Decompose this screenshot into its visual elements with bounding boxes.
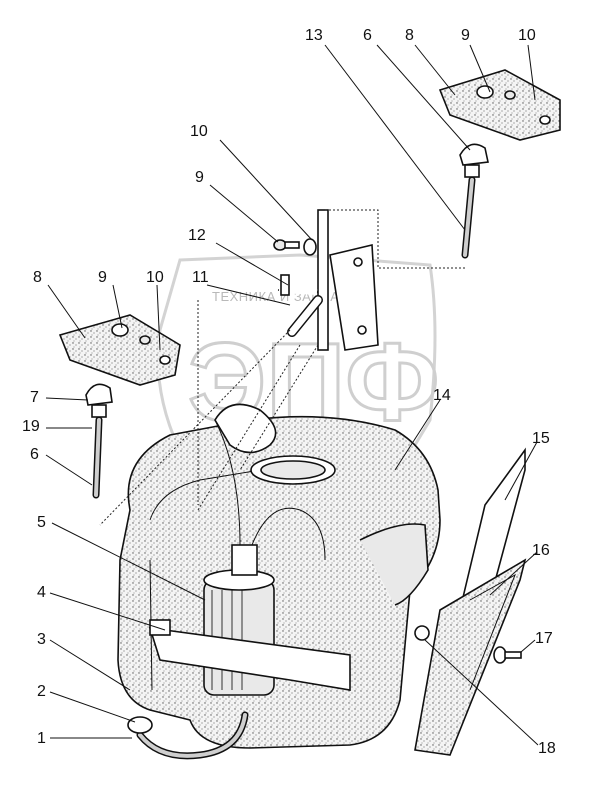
callout-7: 7 (30, 389, 39, 406)
nozzle-left (85, 383, 113, 499)
callout-17: 17 (535, 630, 553, 647)
callout-8: 8 (33, 269, 42, 286)
callout-8: 8 (405, 27, 414, 44)
callout-5: 5 (37, 514, 46, 531)
pump-connector (231, 544, 258, 576)
tee-connector-assembly (277, 209, 379, 351)
nozzle-right (459, 143, 489, 259)
outlet-hose-assembly (127, 711, 249, 760)
callout-15: 15 (532, 430, 550, 447)
strap-band (148, 627, 351, 691)
filler-cap (214, 403, 277, 454)
bracket-rail (458, 447, 526, 612)
callout-12: 12 (188, 227, 206, 244)
grommet (414, 625, 430, 641)
screw (493, 646, 522, 664)
callout-10: 10 (518, 27, 536, 44)
callout-9: 9 (195, 169, 204, 186)
hose-routing-lines (99, 209, 465, 526)
bracket-plate (414, 558, 527, 756)
tank-side-pocket (359, 523, 429, 606)
callout-11: 11 (192, 269, 209, 286)
bracket-right-body (438, 69, 561, 141)
callout-10: 10 (146, 269, 164, 286)
side-bracket (414, 447, 527, 756)
plate-fasteners (273, 238, 317, 256)
callout-9: 9 (98, 269, 107, 286)
callout-3: 3 (37, 631, 46, 648)
tee-stem (317, 209, 329, 351)
callout-18: 18 (538, 740, 556, 757)
callout-2: 2 (37, 683, 46, 700)
nozzle-left-head (85, 383, 113, 406)
pump-wire (214, 419, 241, 546)
nozzle-bracket-left (58, 314, 181, 386)
callout-labels: 13 6 8 9 10 10 9 12 8 9 10 11 7 19 6 14 … (22, 27, 556, 757)
callout-4: 4 (37, 584, 46, 601)
fastener-washer (303, 238, 317, 256)
callout-9: 9 (461, 27, 470, 44)
nozzle-right-head (459, 143, 489, 166)
tank-shoulder-line (149, 469, 261, 521)
leader-lines (45, 44, 539, 746)
hose-clamp (127, 716, 153, 734)
filler-neck-inner (260, 460, 326, 480)
reservoir-tank (117, 403, 441, 749)
callout-16: 16 (532, 542, 550, 559)
callout-19: 19 (22, 418, 40, 435)
screw-shank (504, 651, 522, 659)
callout-14: 14 (433, 387, 451, 404)
callout-1: 1 (37, 730, 46, 747)
pump-outlet-hose (251, 507, 326, 561)
callout-6: 6 (363, 27, 372, 44)
mounting-plate (329, 244, 379, 351)
strap-clip-left (149, 619, 171, 636)
mounting-strap (148, 619, 351, 691)
nozzle-bracket-right (438, 69, 561, 141)
tee-nipple (280, 274, 290, 296)
callout-10: 10 (190, 123, 208, 140)
callout-13: 13 (305, 27, 323, 44)
bracket-left-body (58, 314, 181, 386)
callout-6: 6 (30, 446, 39, 463)
